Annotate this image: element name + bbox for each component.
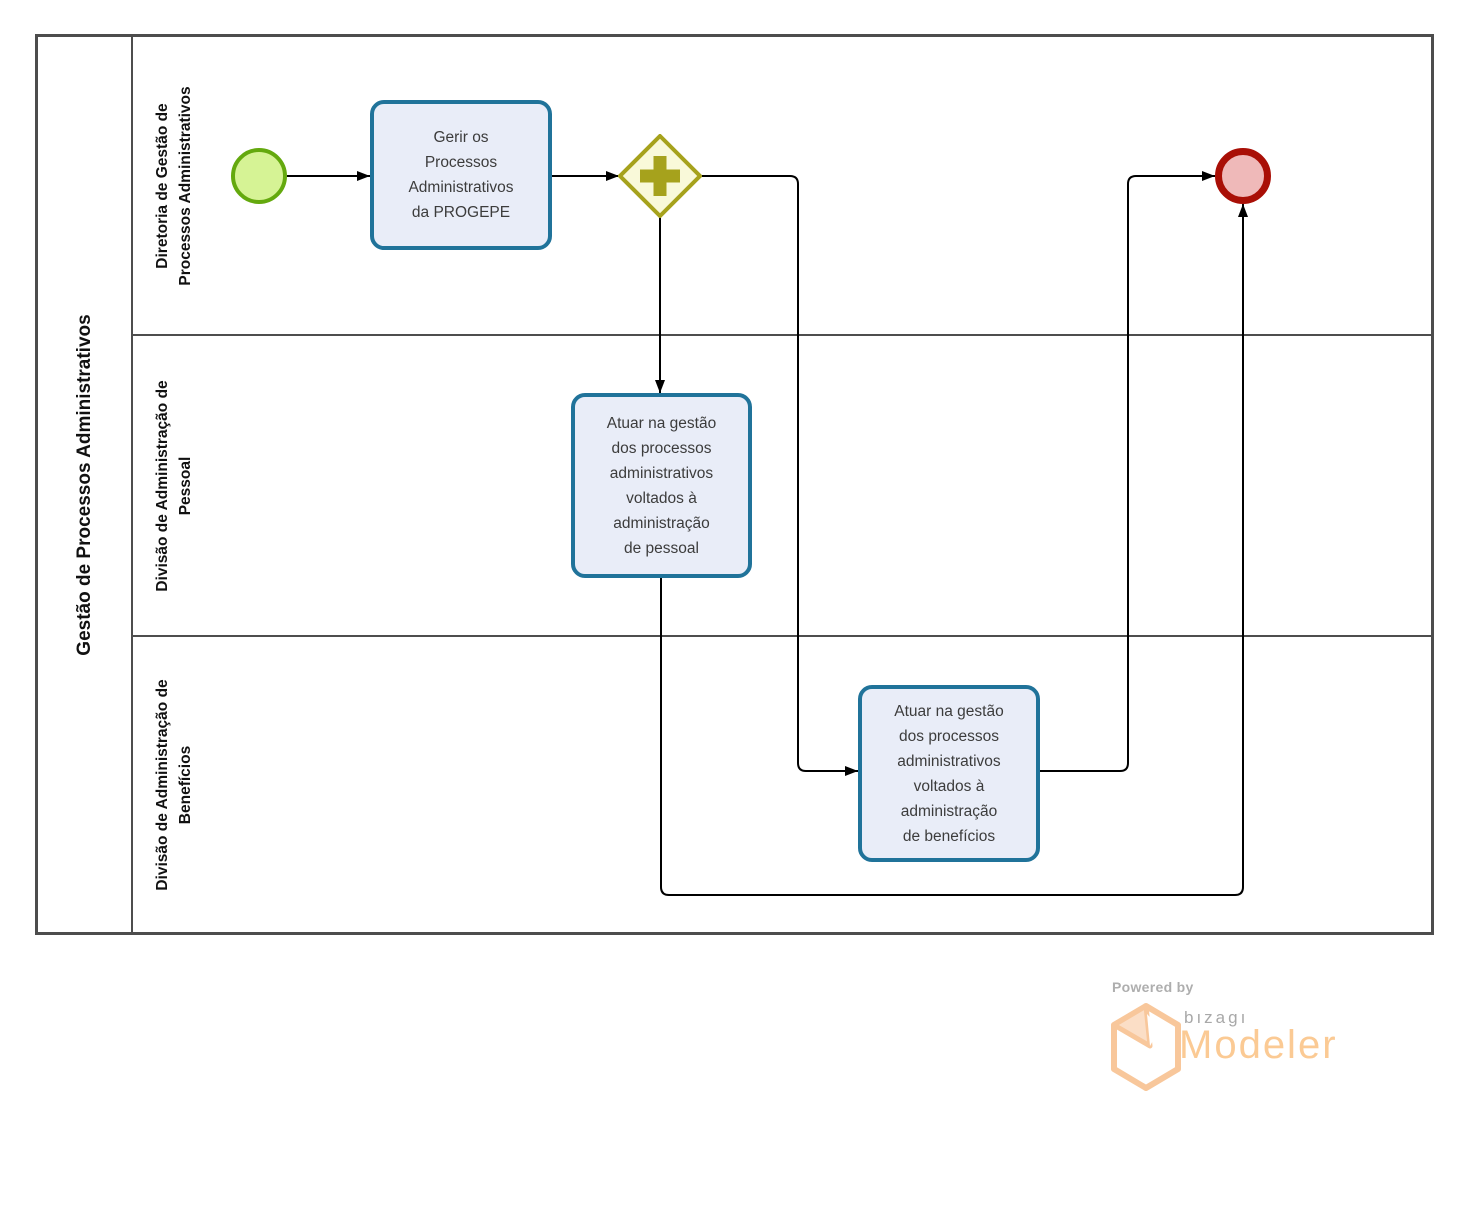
end-event[interactable] <box>1215 148 1271 204</box>
modeler-wordmark: Modeler <box>1179 1023 1338 1067</box>
lane-administracao-beneficios-label: Divisão de Administração de Benefícios <box>154 678 194 891</box>
lane-diretoria-gestao-label: Diretoria de Gestão de Processos Adminis… <box>154 85 194 286</box>
lane-administracao-pessoal-label: Divisão de Administração de Pessoal <box>154 379 194 592</box>
lane-administracao-beneficios: Divisão de Administração de Benefícios <box>133 635 1431 932</box>
bizagi-logo-icon <box>1106 1000 1186 1097</box>
task-gestao-beneficios[interactable]: Atuar na gestão dos processos administra… <box>858 685 1040 862</box>
powered-by-label: Powered by <box>1112 979 1194 995</box>
pool-header: Gestão de Processos Administrativos <box>38 37 133 932</box>
start-event[interactable] <box>231 148 287 204</box>
lane-administracao-pessoal: Divisão de Administração de Pessoal <box>133 334 1431 635</box>
bizagi-wordmark: bızagı <box>1184 1008 1249 1027</box>
task-gerir-processos[interactable]: Gerir os Processos Administrativos da PR… <box>370 100 552 250</box>
plus-icon <box>640 156 680 196</box>
parallel-gateway[interactable] <box>617 133 703 219</box>
pool-title: Gestão de Processos Administrativos <box>74 313 95 656</box>
task-gestao-pessoal[interactable]: Atuar na gestão dos processos administra… <box>571 393 752 578</box>
